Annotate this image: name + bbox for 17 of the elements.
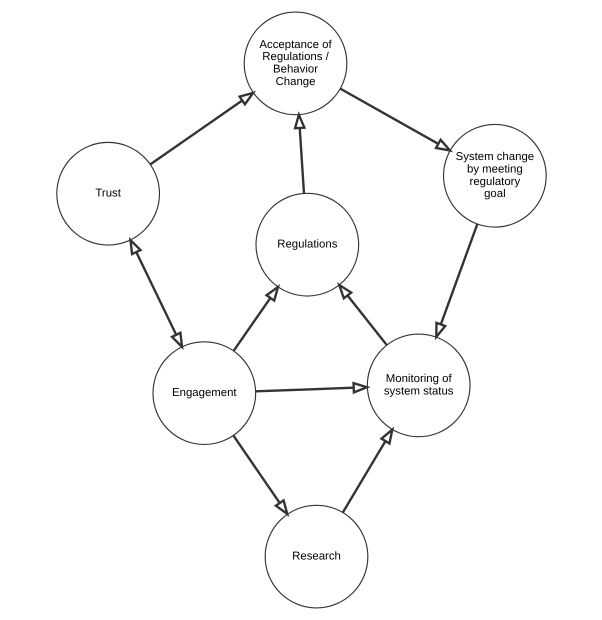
arrow <box>149 90 256 166</box>
arrow <box>292 111 306 194</box>
node-circle: Research <box>264 504 368 608</box>
node-circle: Regulations <box>254 192 359 297</box>
arrow <box>128 236 184 350</box>
arrow <box>339 88 453 152</box>
arrow <box>232 284 280 352</box>
node-circle: Acceptance of Regulations / Behavior Change <box>243 12 347 116</box>
arrow <box>336 282 388 346</box>
node-circle: Trust <box>56 142 160 246</box>
arrow <box>341 426 394 514</box>
node-circle: Monitoring of system status <box>366 333 470 438</box>
node-circle: Engagement <box>152 341 256 446</box>
arrow <box>434 224 478 340</box>
arrow <box>255 381 370 394</box>
arrow <box>232 434 289 517</box>
node-circle: System change by meeting regulatory goal <box>442 124 546 228</box>
